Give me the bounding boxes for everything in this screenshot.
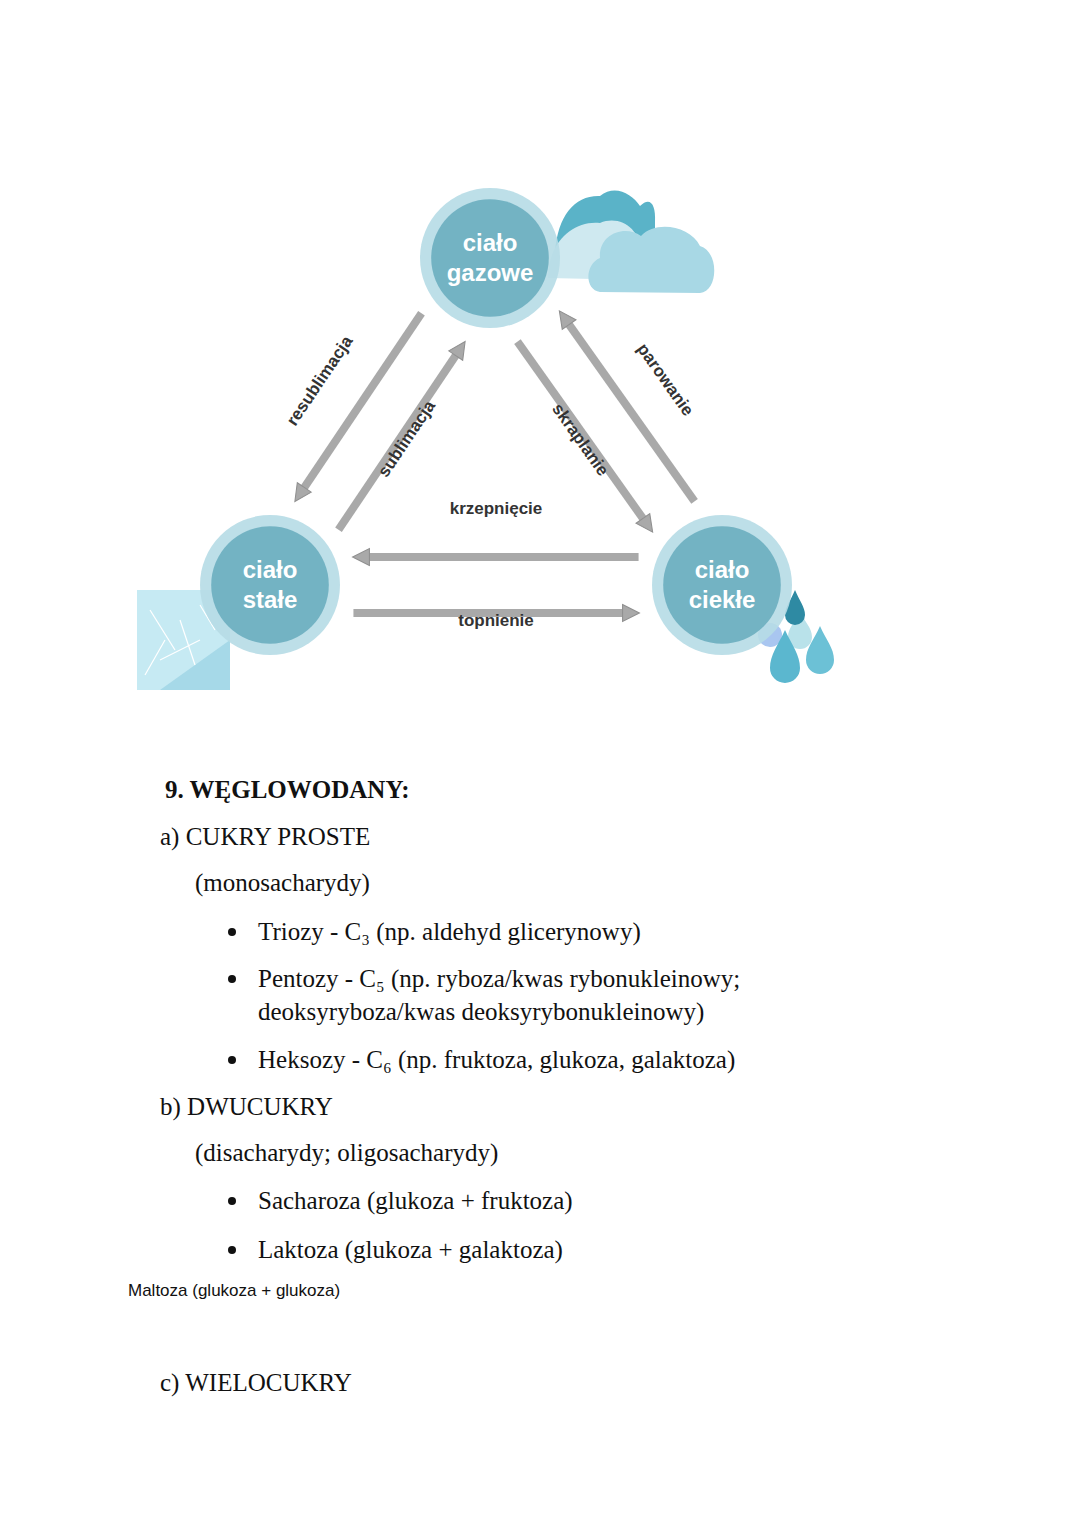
cloud: [588, 227, 714, 293]
ice-crack: [160, 640, 200, 660]
transition-label: parowanie: [632, 340, 697, 420]
state-circle: ciało ciekłe: [652, 515, 792, 655]
circle-outline: [652, 515, 792, 655]
transition-label: sublimacja: [374, 397, 440, 481]
transition-label: resublimacja: [283, 333, 358, 430]
note-text: (monosacharydy): [195, 866, 370, 899]
list-item: Laktoza (glukoza + galaktoza): [258, 1233, 563, 1266]
ice-crack: [180, 620, 195, 665]
bullet-dot: [228, 1197, 236, 1205]
phase-arrow: [369, 553, 638, 561]
drop: [770, 630, 800, 683]
circle-outline: [200, 515, 340, 655]
bullet-dot: [228, 928, 236, 936]
note-text: 9. WĘGLOWODANY:: [165, 773, 409, 806]
bullet-dot: [228, 975, 236, 983]
phase-arrow: [517, 342, 642, 519]
transition-label: skraplanie: [547, 400, 612, 480]
list-item: Pentozy - C₅ (np. ryboza/kwas rybonuklei…: [258, 962, 858, 1028]
transition-label: krzepnięcie: [450, 499, 543, 519]
phase-arrow: [339, 356, 456, 530]
list-item: Sacharoza (glukoza + fruktoza): [258, 1184, 573, 1217]
note-text: a) CUKRY PROSTE: [160, 820, 370, 853]
list-item: Heksozy - C₆ (np. fruktoza, glukoza, gal…: [258, 1043, 735, 1076]
circle-outline: [420, 188, 560, 328]
note-text: Maltoza (glukoza + glukoza): [128, 1280, 340, 1302]
inner-disc: [211, 526, 329, 644]
note-text: (disacharydy; oligosacharydy): [195, 1136, 498, 1169]
state-name: ciało stałe: [220, 555, 320, 615]
note-text: c) WIELOCUKRY: [160, 1366, 352, 1399]
state-circle: ciało stałe: [200, 515, 340, 655]
state-circle: ciało gazowe: [420, 188, 560, 328]
outer-ring: [652, 515, 792, 655]
note-text: b) DWUCUKRY: [160, 1090, 333, 1123]
drop: [806, 626, 834, 674]
state-name: ciało ciekłe: [672, 555, 772, 615]
inner-disc: [431, 199, 549, 317]
outer-ring: [200, 515, 340, 655]
ice-cracks: [145, 605, 215, 675]
transition-label: topnienie: [458, 611, 534, 631]
bullet-dot: [228, 1056, 236, 1064]
bullet-dot: [228, 1246, 236, 1254]
list-item: Triozy - C₃ (np. aldehyd glicerynowy): [258, 915, 641, 948]
state-name: ciało gazowe: [440, 228, 540, 288]
inner-disc: [663, 526, 781, 644]
ice-crack: [145, 640, 165, 675]
outer-ring: [420, 188, 560, 328]
